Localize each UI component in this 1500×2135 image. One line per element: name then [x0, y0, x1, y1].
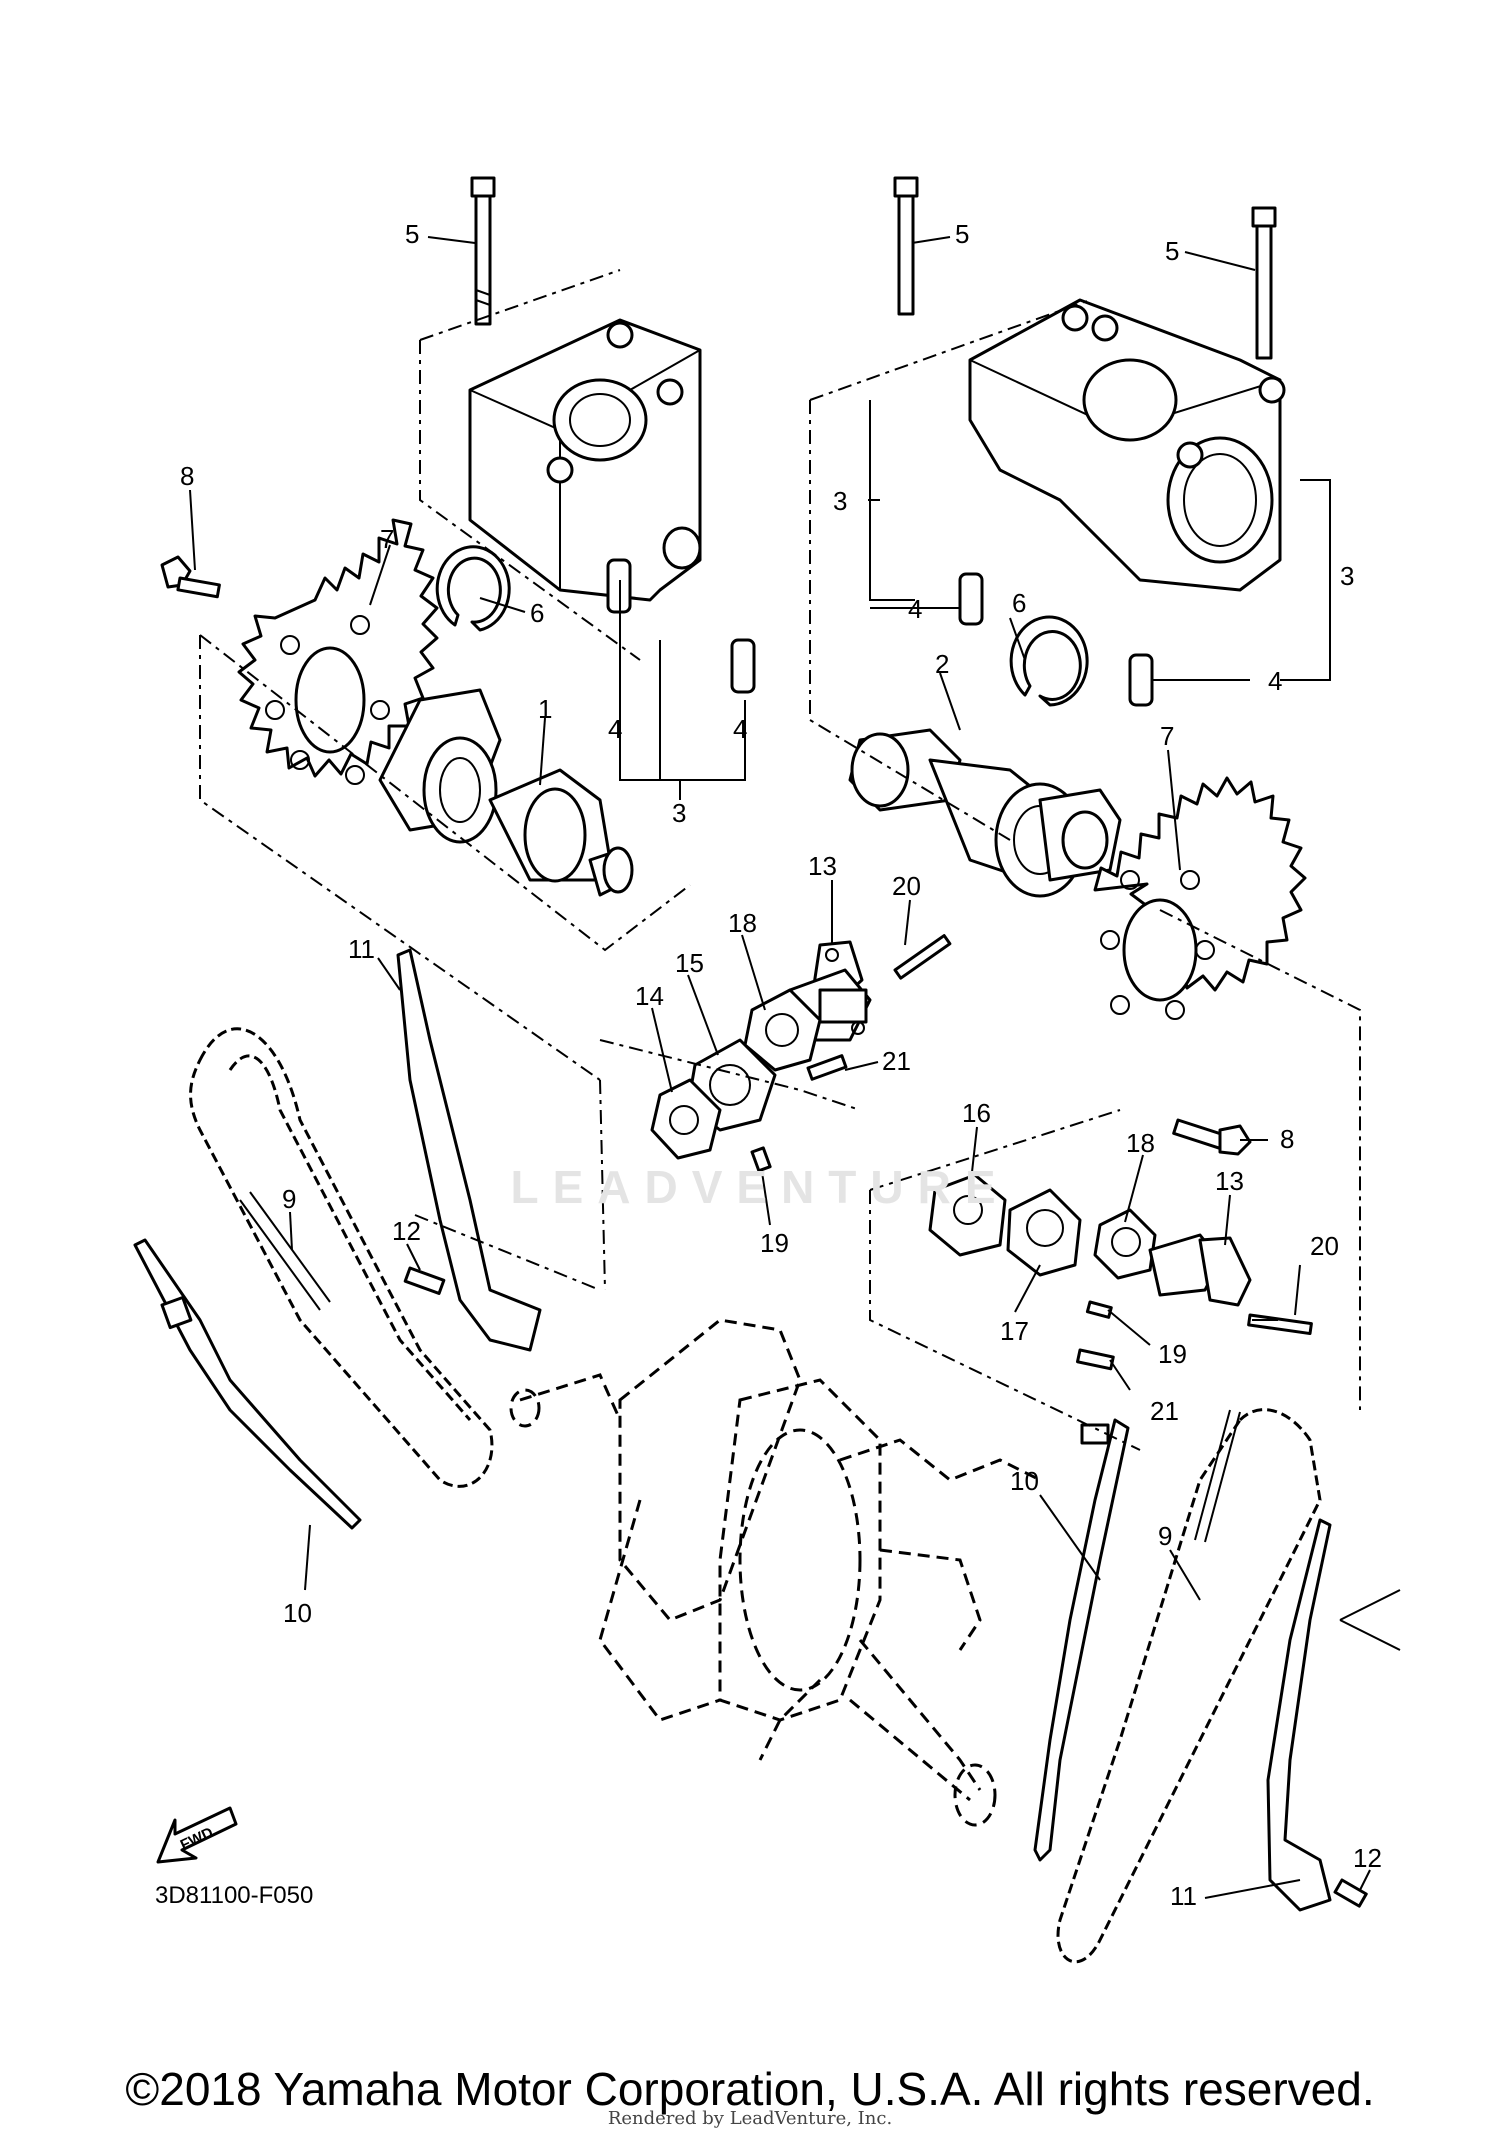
gasket-14-upper [650, 1078, 722, 1160]
callout-11b: 11 [1170, 1881, 1197, 1911]
callout-12b: 12 [1353, 1843, 1382, 1873]
ref-box-left-cam [199, 634, 691, 952]
callout-13b: 13 [1215, 1166, 1244, 1196]
chain-guide-10-left [133, 1238, 362, 1530]
ref-box-left-holder [419, 269, 641, 661]
callout-8b: 8 [1280, 1124, 1294, 1154]
dowel-4-left-b [730, 638, 756, 694]
cam-chain-9-left [189, 1027, 494, 1488]
watermark: LEADVENTURE [510, 1161, 1010, 1213]
bolt-21-upper [806, 1054, 848, 1081]
pin-19-upper [750, 1146, 772, 1173]
bolt-12-left [403, 1266, 446, 1295]
callout-9b: 9 [1158, 1521, 1172, 1551]
dowel-4-right-a [958, 572, 984, 626]
callout-19a: 19 [760, 1228, 789, 1258]
callout-labels: 1 2 3 3 3 4 4 4 4 5 5 5 6 6 7 7 8 8 9 9 … [180, 219, 1382, 1911]
callout-5b: 5 [955, 219, 969, 249]
bolt-5-left [470, 176, 496, 326]
callout-11a: 11 [348, 934, 375, 964]
callout-6b: 6 [1012, 588, 1026, 618]
bolt-12-right [1333, 1878, 1368, 1908]
callout-10a: 10 [283, 1598, 312, 1628]
circlip-6-left [435, 545, 511, 632]
cam-holder-right [968, 298, 1286, 592]
callout-4b: 4 [733, 714, 747, 744]
copyright-notice: ©2018 Yamaha Motor Corporation, U.S.A. A… [125, 2063, 1375, 2115]
callout-18b: 18 [1126, 1128, 1155, 1158]
callout-10b: 10 [1010, 1466, 1039, 1496]
callout-14: 14 [635, 981, 664, 1011]
pin-19-lower [1085, 1300, 1113, 1319]
callout-21b: 21 [1150, 1396, 1179, 1426]
callout-19b: 19 [1158, 1339, 1187, 1369]
callout-12a: 12 [392, 1216, 421, 1246]
callout-1: 1 [538, 694, 552, 724]
callout-8a: 8 [180, 461, 194, 491]
callout-16: 16 [962, 1098, 991, 1128]
callout-20a: 20 [892, 871, 921, 901]
chain-guide-10-right [1033, 1418, 1130, 1862]
callout-20b: 20 [1310, 1231, 1339, 1261]
cam-chain-9-right [1056, 1408, 1322, 1964]
crankshaft-ghost [509, 1318, 1041, 1827]
callout-7b: 7 [1160, 721, 1174, 751]
callout-4c: 4 [908, 594, 922, 624]
callout-3a: 3 [672, 798, 686, 828]
diagram-code: 3D81100-F050 [155, 1882, 314, 1909]
fwd-arrow-icon: FWD [156, 1806, 238, 1864]
callout-5c: 5 [1165, 236, 1179, 266]
cam-holder-left [468, 318, 702, 602]
callout-6a: 6 [530, 598, 544, 628]
callout-4d: 4 [1268, 666, 1282, 696]
leader-lines [189, 236, 1401, 1899]
chain-guide-11-left [396, 948, 542, 1352]
callout-17: 17 [1000, 1316, 1029, 1346]
callout-2: 2 [935, 649, 949, 679]
callout-4a: 4 [608, 714, 622, 744]
bolt-5-right-a [893, 176, 919, 316]
cam-chain-9-right-links [1194, 1409, 1241, 1543]
circlip-6-right [1009, 615, 1089, 707]
plate-17-lower [1006, 1188, 1082, 1277]
callout-3c: 3 [1340, 561, 1354, 591]
callout-5a: 5 [405, 219, 419, 249]
camshaft-2-right [848, 728, 1122, 898]
cam-chain-9-left-links [239, 1191, 331, 1311]
callout-9a: 9 [282, 1184, 296, 1214]
bolt-20-upper [893, 934, 952, 980]
ref-box-right-holder [809, 299, 1091, 841]
callout-18a: 18 [728, 908, 757, 938]
ref-box-right-tensioner [869, 1190, 1141, 1451]
sprocket-7-right [1093, 776, 1307, 1020]
tensioner-13-upper [788, 940, 872, 1042]
callout-15: 15 [675, 948, 704, 978]
dowel-4-right-b [1128, 653, 1154, 707]
camshaft-1-left [378, 688, 634, 897]
callout-3b: 3 [833, 486, 847, 516]
callout-7a: 7 [380, 524, 394, 554]
chain-guide-11-right [1266, 1518, 1332, 1912]
callout-13a: 13 [808, 851, 837, 881]
bolt-21-lower [1076, 1348, 1115, 1371]
bolt-20-lower [1247, 1313, 1313, 1336]
bolt-8-left [160, 555, 221, 599]
gasket-18-lower [1093, 1208, 1157, 1280]
rendered-by-notice: Rendered by LeadVenture, Inc. [607, 2108, 893, 2129]
gasket-16-lower [928, 1173, 1007, 1257]
bolt-8-right [1172, 1118, 1252, 1156]
tensioner-13-lower [1148, 1233, 1252, 1307]
callout-21a: 21 [882, 1046, 911, 1076]
bolt-5-right-b [1251, 206, 1277, 360]
